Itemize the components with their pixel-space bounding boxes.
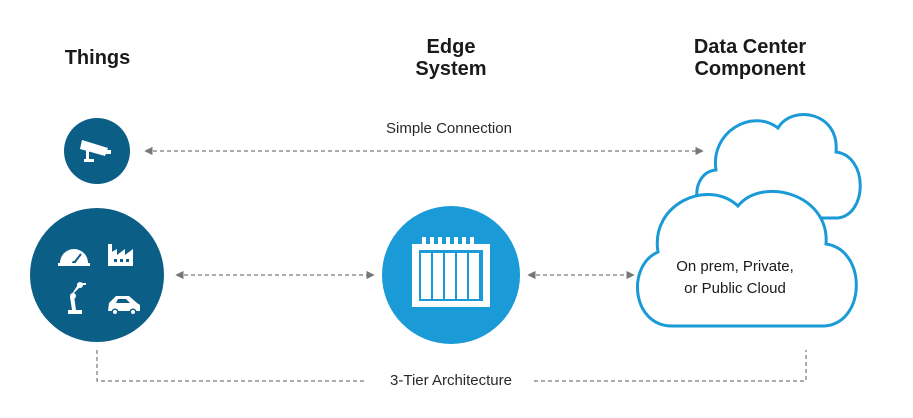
cloud-label: On prem, Private, or Public Cloud xyxy=(655,256,815,300)
three-tier-label: 3-Tier Architecture xyxy=(390,372,512,389)
edge-node xyxy=(382,206,520,344)
cloud-label-line1: On prem, Private, xyxy=(676,258,794,275)
cloud-label-line2: or Public Cloud xyxy=(684,280,786,297)
things-heading: Things xyxy=(40,47,155,69)
things-node xyxy=(30,208,164,342)
edge-heading-line2: System xyxy=(415,58,487,80)
data-center-heading: Data Center Component xyxy=(665,36,835,80)
three-tier-bracket xyxy=(96,350,807,382)
factory-icon xyxy=(108,244,133,266)
cloud-icon xyxy=(636,189,858,328)
security-camera-icon xyxy=(80,140,111,162)
robot-arm-icon xyxy=(68,282,86,314)
car-icon xyxy=(108,296,140,316)
camera-node xyxy=(64,118,130,184)
data-center-heading-line1: Data Center xyxy=(693,36,807,58)
edge-heading: Edge System xyxy=(380,36,522,80)
simple-connection-label: Simple Connection xyxy=(386,120,512,137)
edge-server-icon xyxy=(412,237,490,307)
edge-heading-line1: Edge xyxy=(426,36,476,58)
gauge-icon xyxy=(58,249,90,266)
data-center-heading-line2: Component xyxy=(694,58,806,80)
things-heading-text: Things xyxy=(64,47,131,69)
cloud-icon xyxy=(695,113,862,220)
